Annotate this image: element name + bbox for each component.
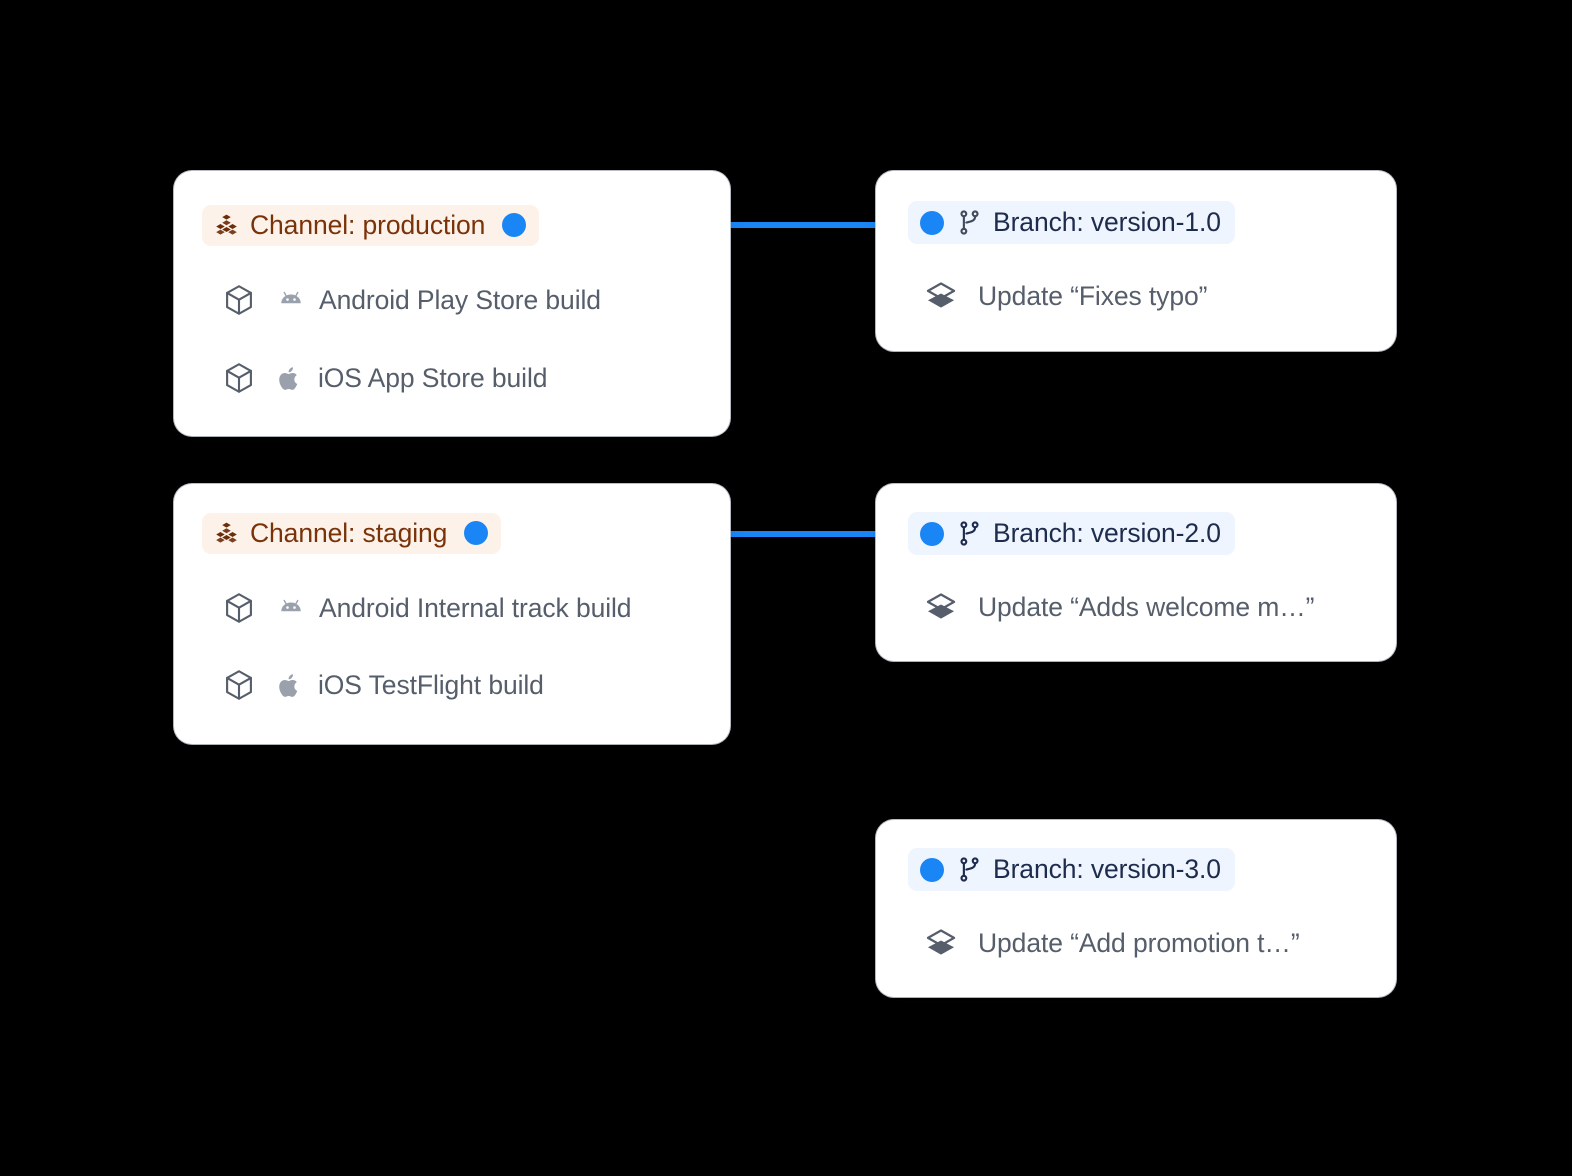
build-label: iOS App Store build (318, 362, 548, 393)
apple-icon (276, 365, 303, 392)
git-branch-icon (956, 856, 983, 883)
channel-badge-label: Channel: production (250, 210, 486, 240)
channel-card-staging[interactable]: Channel: staging (174, 484, 730, 744)
branch-badge-label: Branch: version-1.0 (993, 207, 1221, 238)
android-icon (276, 285, 306, 315)
apple-icon (276, 672, 303, 699)
connector-dot-version-1-0 (920, 210, 944, 235)
branch-badge-label: Branch: version-3.0 (993, 854, 1221, 885)
git-branch-icon (956, 209, 983, 236)
stacked-cubes-icon (214, 521, 239, 546)
branch-card-version-1-0[interactable]: Branch: version-1.0 Update “Fixes typo” (876, 171, 1396, 351)
layers-icon (924, 279, 958, 313)
build-row-android-staging[interactable]: Android Internal track build (222, 591, 632, 625)
update-row-version-2-0[interactable]: Update “Adds welcome m…” (924, 590, 1314, 624)
channel-badge-production[interactable]: Channel: production (202, 205, 540, 246)
branch-badge-version-2-0[interactable]: Branch: version-2.0 (908, 512, 1235, 555)
layers-icon (924, 926, 958, 960)
cube-icon (222, 591, 256, 625)
update-label: Update “Fixes typo” (978, 280, 1208, 311)
channel-badge-staging[interactable]: Channel: staging (202, 513, 502, 554)
branch-badge-version-1-0[interactable]: Branch: version-1.0 (908, 201, 1235, 244)
build-row-android-production[interactable]: Android Play Store build (222, 283, 601, 317)
connector-dot-version-2-0 (920, 521, 944, 546)
cube-icon (222, 668, 256, 702)
build-label: Android Play Store build (319, 284, 601, 315)
branch-badge-label: Branch: version-2.0 (993, 518, 1221, 549)
layers-icon (924, 590, 958, 624)
stacked-cubes-icon (214, 213, 239, 238)
connector-dot-staging (464, 521, 489, 546)
update-label: Update “Add promotion t…” (978, 927, 1300, 958)
build-label: iOS TestFlight build (318, 669, 544, 700)
update-label: Update “Adds welcome m…” (978, 591, 1315, 622)
channel-badge-label: Channel: staging (250, 518, 448, 548)
update-row-version-1-0[interactable]: Update “Fixes typo” (924, 279, 1207, 313)
build-row-ios-production[interactable]: iOS App Store build (222, 361, 547, 395)
git-branch-icon (956, 520, 983, 547)
branch-card-version-3-0[interactable]: Branch: version-3.0 Update “Add promotio… (876, 820, 1396, 997)
android-icon (276, 593, 306, 623)
branch-card-version-2-0[interactable]: Branch: version-2.0 Update “Adds welcome… (876, 484, 1396, 661)
cube-icon (222, 283, 256, 317)
channel-card-production[interactable]: Channel: production (174, 171, 730, 436)
update-row-version-3-0[interactable]: Update “Add promotion t…” (924, 926, 1300, 960)
build-row-ios-staging[interactable]: iOS TestFlight build (222, 668, 544, 702)
branch-badge-version-3-0[interactable]: Branch: version-3.0 (908, 848, 1235, 891)
build-label: Android Internal track build (319, 592, 632, 623)
cube-icon (222, 361, 256, 395)
connector-dot-production (502, 213, 527, 238)
branch-dot-version-3-0 (920, 857, 944, 882)
